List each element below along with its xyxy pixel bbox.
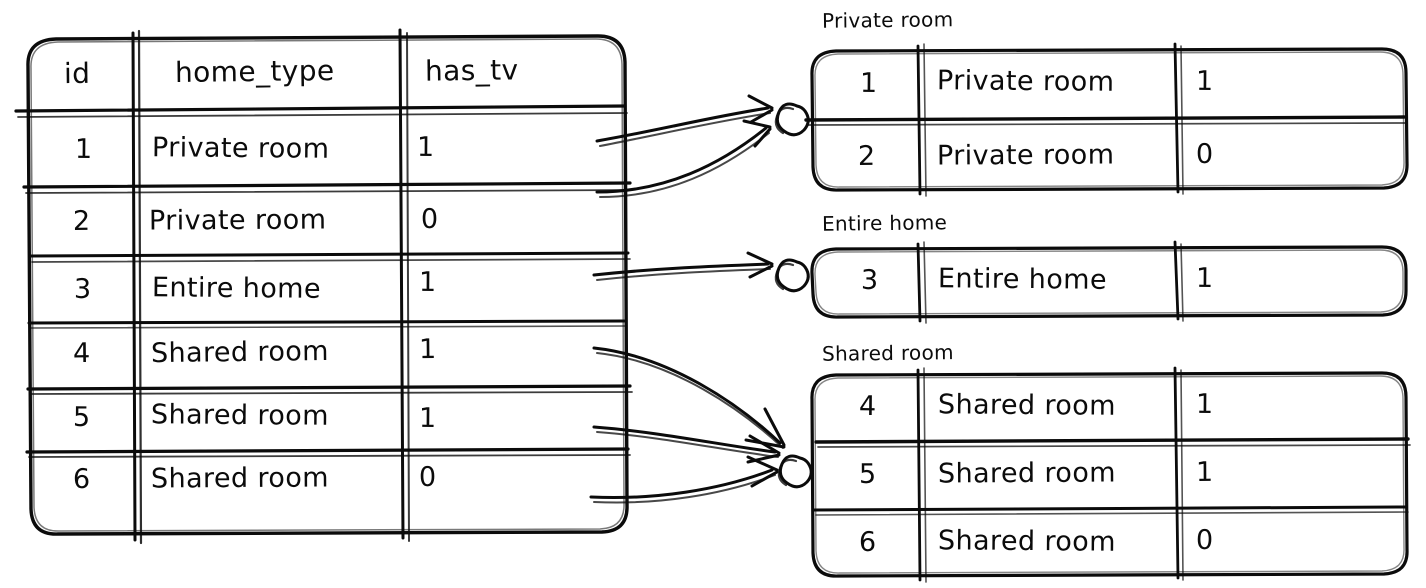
arrow-row6-to-shared-room [589,455,779,504]
group-cell-has-tv: 1 [1195,65,1214,98]
source-cell-home-type: Shared room [150,335,330,370]
group-cell-id: 2 [857,140,876,173]
group-cell-home-type: Shared room [937,457,1116,490]
group-cell-has-tv: 1 [1195,388,1214,421]
connector-node-shared-room [777,454,813,489]
source-cell-home-type: Shared room [150,462,329,495]
arrow-row4-to-shared-room [592,346,786,449]
arrow-row5-to-shared-room [592,425,781,464]
group-entire-home-dividers [916,240,1184,324]
group-private-room-dividers [804,42,1407,197]
group-cell-has-tv: 0 [1195,138,1214,171]
source-table-row-dividers [14,104,633,458]
group-cell-id: 6 [858,526,877,559]
source-cell-home-type: Entire home [151,272,322,305]
source-cell-id: 2 [72,205,91,238]
group-label-shared-room: Shared room [821,340,954,366]
source-header-home-type: home_type [174,54,335,89]
group-cell-id: 4 [858,390,877,423]
group-cell-home-type: Private room [936,139,1115,172]
source-header-id: id [63,56,91,91]
group-shared-room-outline [810,371,1409,578]
group-entire-home-outline [810,245,1408,319]
arrow-row1-to-private-room [595,94,774,147]
arrow-row2-to-private-room [595,119,772,198]
source-cell-home-type: Shared room [150,399,330,432]
connector-node-entire-home [774,258,810,293]
source-cell-has-tv: 0 [418,461,437,494]
source-cell-home-type: Private room [151,132,330,165]
source-cell-has-tv: 1 [418,402,437,435]
source-cell-has-tv: 0 [420,203,439,236]
connector-node-private-room [774,102,810,137]
source-cell-has-tv: 1 [418,333,437,366]
group-cell-has-tv: 0 [1195,524,1214,557]
group-cell-id: 3 [860,264,879,297]
source-cell-home-type: Private room [148,204,327,237]
group-label-private-room: Private room [821,7,954,33]
group-cell-home-type: Shared room [937,389,1117,422]
source-cell-id: 1 [74,133,93,166]
source-header-has-tv: has_tv [424,53,519,88]
arrow-row3-to-entire-home [592,251,774,281]
group-cell-has-tv: 1 [1195,456,1214,489]
source-cell-has-tv: 1 [416,131,435,164]
source-cell-id: 3 [73,273,92,306]
group-cell-home-type: Shared room [937,525,1117,558]
source-cell-id: 6 [72,463,91,496]
group-shared-room-dividers [812,366,1411,583]
group-cell-id: 5 [858,458,877,491]
source-cell-id: 5 [72,401,91,434]
source-cell-id: 4 [72,337,91,370]
group-cell-home-type: Entire home [937,263,1108,296]
group-cell-has-tv: 1 [1195,262,1214,295]
group-cell-home-type: Private room [936,65,1115,98]
group-label-entire-home: Entire home [821,210,948,236]
group-private-room-outline [810,47,1409,192]
source-cell-has-tv: 1 [418,266,437,299]
group-cell-id: 1 [859,67,878,100]
source-table-outline [26,34,629,536]
